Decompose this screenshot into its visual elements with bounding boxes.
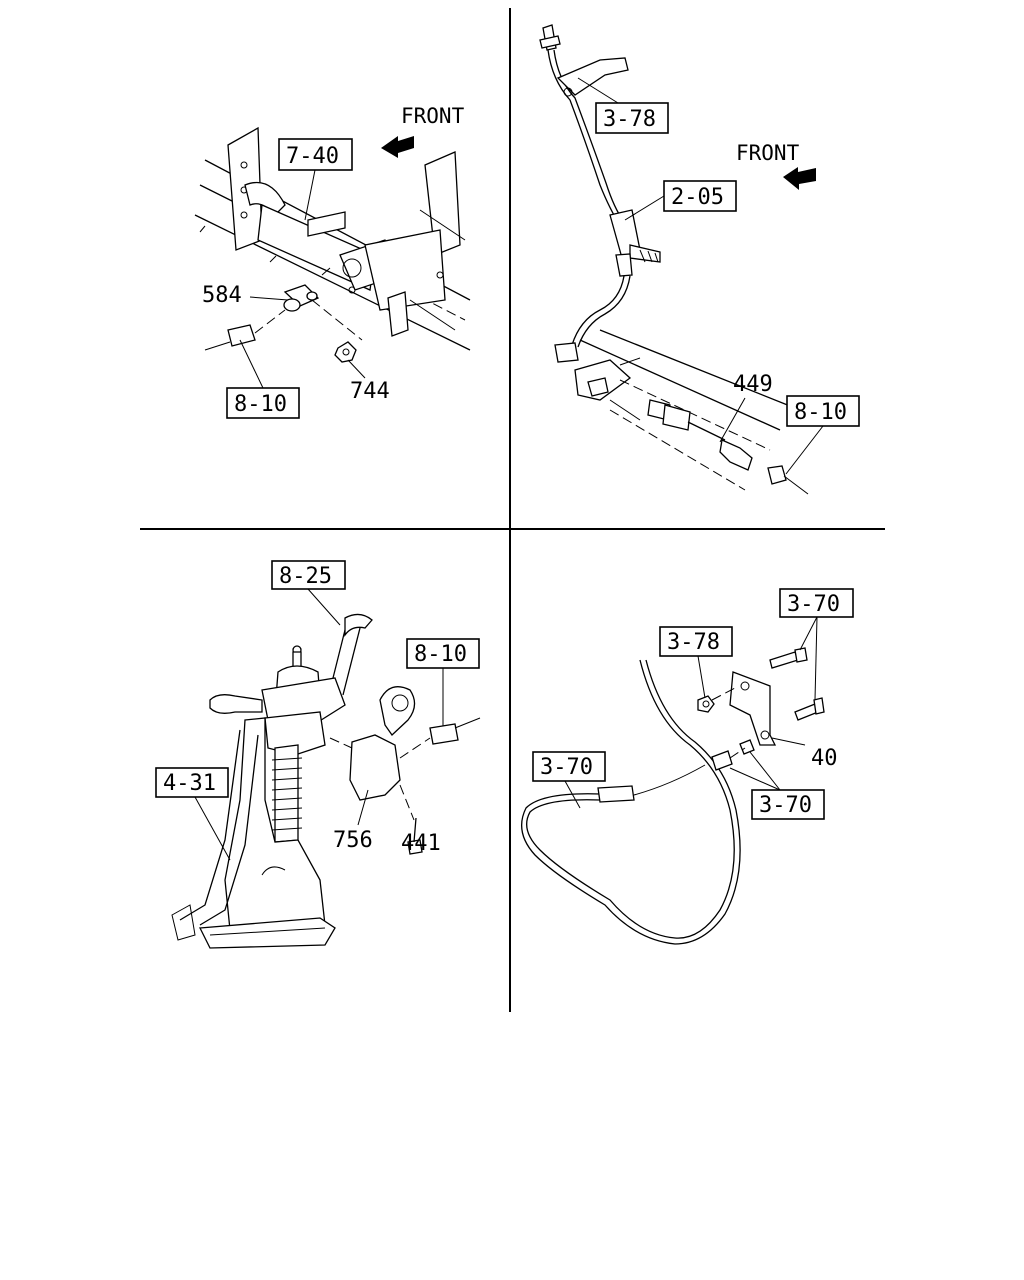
ref-box-3-70[interactable]: 3-70 [729,751,825,820]
frame-crossmember-drawing [194,126,471,363]
ref-box-7-40[interactable]: 7-40 [278,138,353,221]
ref-box-label: 8-10 [414,642,467,667]
ref-box-label: 2-05 [671,185,724,210]
front-label: FRONT [736,141,800,165]
steering-column-drawing [171,613,481,949]
part-number-756[interactable]: 756 [333,789,373,853]
ref-box-label: 8-25 [279,564,332,589]
quadrant-bottom-left: 8-25 8-10 4-31 756 441 [155,560,481,949]
ref-box-label: 8-10 [234,392,287,417]
ref-box-3-78[interactable]: 3-78 [659,626,733,699]
ref-box-3-70[interactable]: 3-70 [532,751,606,809]
front-label: FRONT [401,104,465,128]
ref-box-label: 3-78 [667,630,720,655]
part-number-label: 584 [202,283,242,308]
ref-box-8-10[interactable]: 8-10 [406,638,480,726]
front-direction-indicator: FRONT [381,104,465,158]
part-number-449[interactable]: 449 [719,372,773,443]
ref-box-label: 3-70 [759,793,812,818]
brake-hose-drawing [539,24,809,495]
ref-box-label: 3-70 [540,755,593,780]
front-direction-indicator: FRONT [736,141,816,190]
quadrant-top-left: FRONT 7-40 8-10 584 744 [194,104,471,419]
ref-box-label: 3-78 [603,107,656,132]
ref-box-3-78[interactable]: 3-78 [577,77,669,134]
part-number-label: 744 [350,379,390,404]
part-number-744[interactable]: 744 [347,359,390,404]
part-number-40[interactable]: 40 [771,737,838,771]
ref-box-8-10[interactable]: 8-10 [785,395,860,475]
part-number-441[interactable]: 441 [401,831,441,856]
quadrant-bottom-right: 3-70 3-78 3-70 3-70 40 [520,588,854,945]
part-number-label: 441 [401,831,441,856]
part-number-label: 40 [811,746,838,771]
ref-box-8-10[interactable]: 8-10 [226,339,300,419]
cable-assembly-drawing [520,647,825,945]
part-number-584[interactable]: 584 [202,283,289,308]
ref-box-label: 7-40 [286,144,339,169]
ref-box-label: 4-31 [163,771,216,796]
ref-box-label: 8-10 [794,400,847,425]
ref-box-2-05[interactable]: 2-05 [624,180,737,221]
front-arrow-icon [783,167,816,190]
part-number-label: 756 [333,828,373,853]
quadrant-top-right: FRONT 3-78 2-05 449 8-10 [539,24,860,495]
front-arrow-icon [381,136,414,158]
ref-box-label: 3-70 [787,592,840,617]
part-number-label: 449 [733,372,773,397]
ref-box-4-31[interactable]: 4-31 [155,767,231,861]
ref-box-8-25[interactable]: 8-25 [271,560,346,626]
ref-box-3-70[interactable]: 3-70 [779,588,854,701]
